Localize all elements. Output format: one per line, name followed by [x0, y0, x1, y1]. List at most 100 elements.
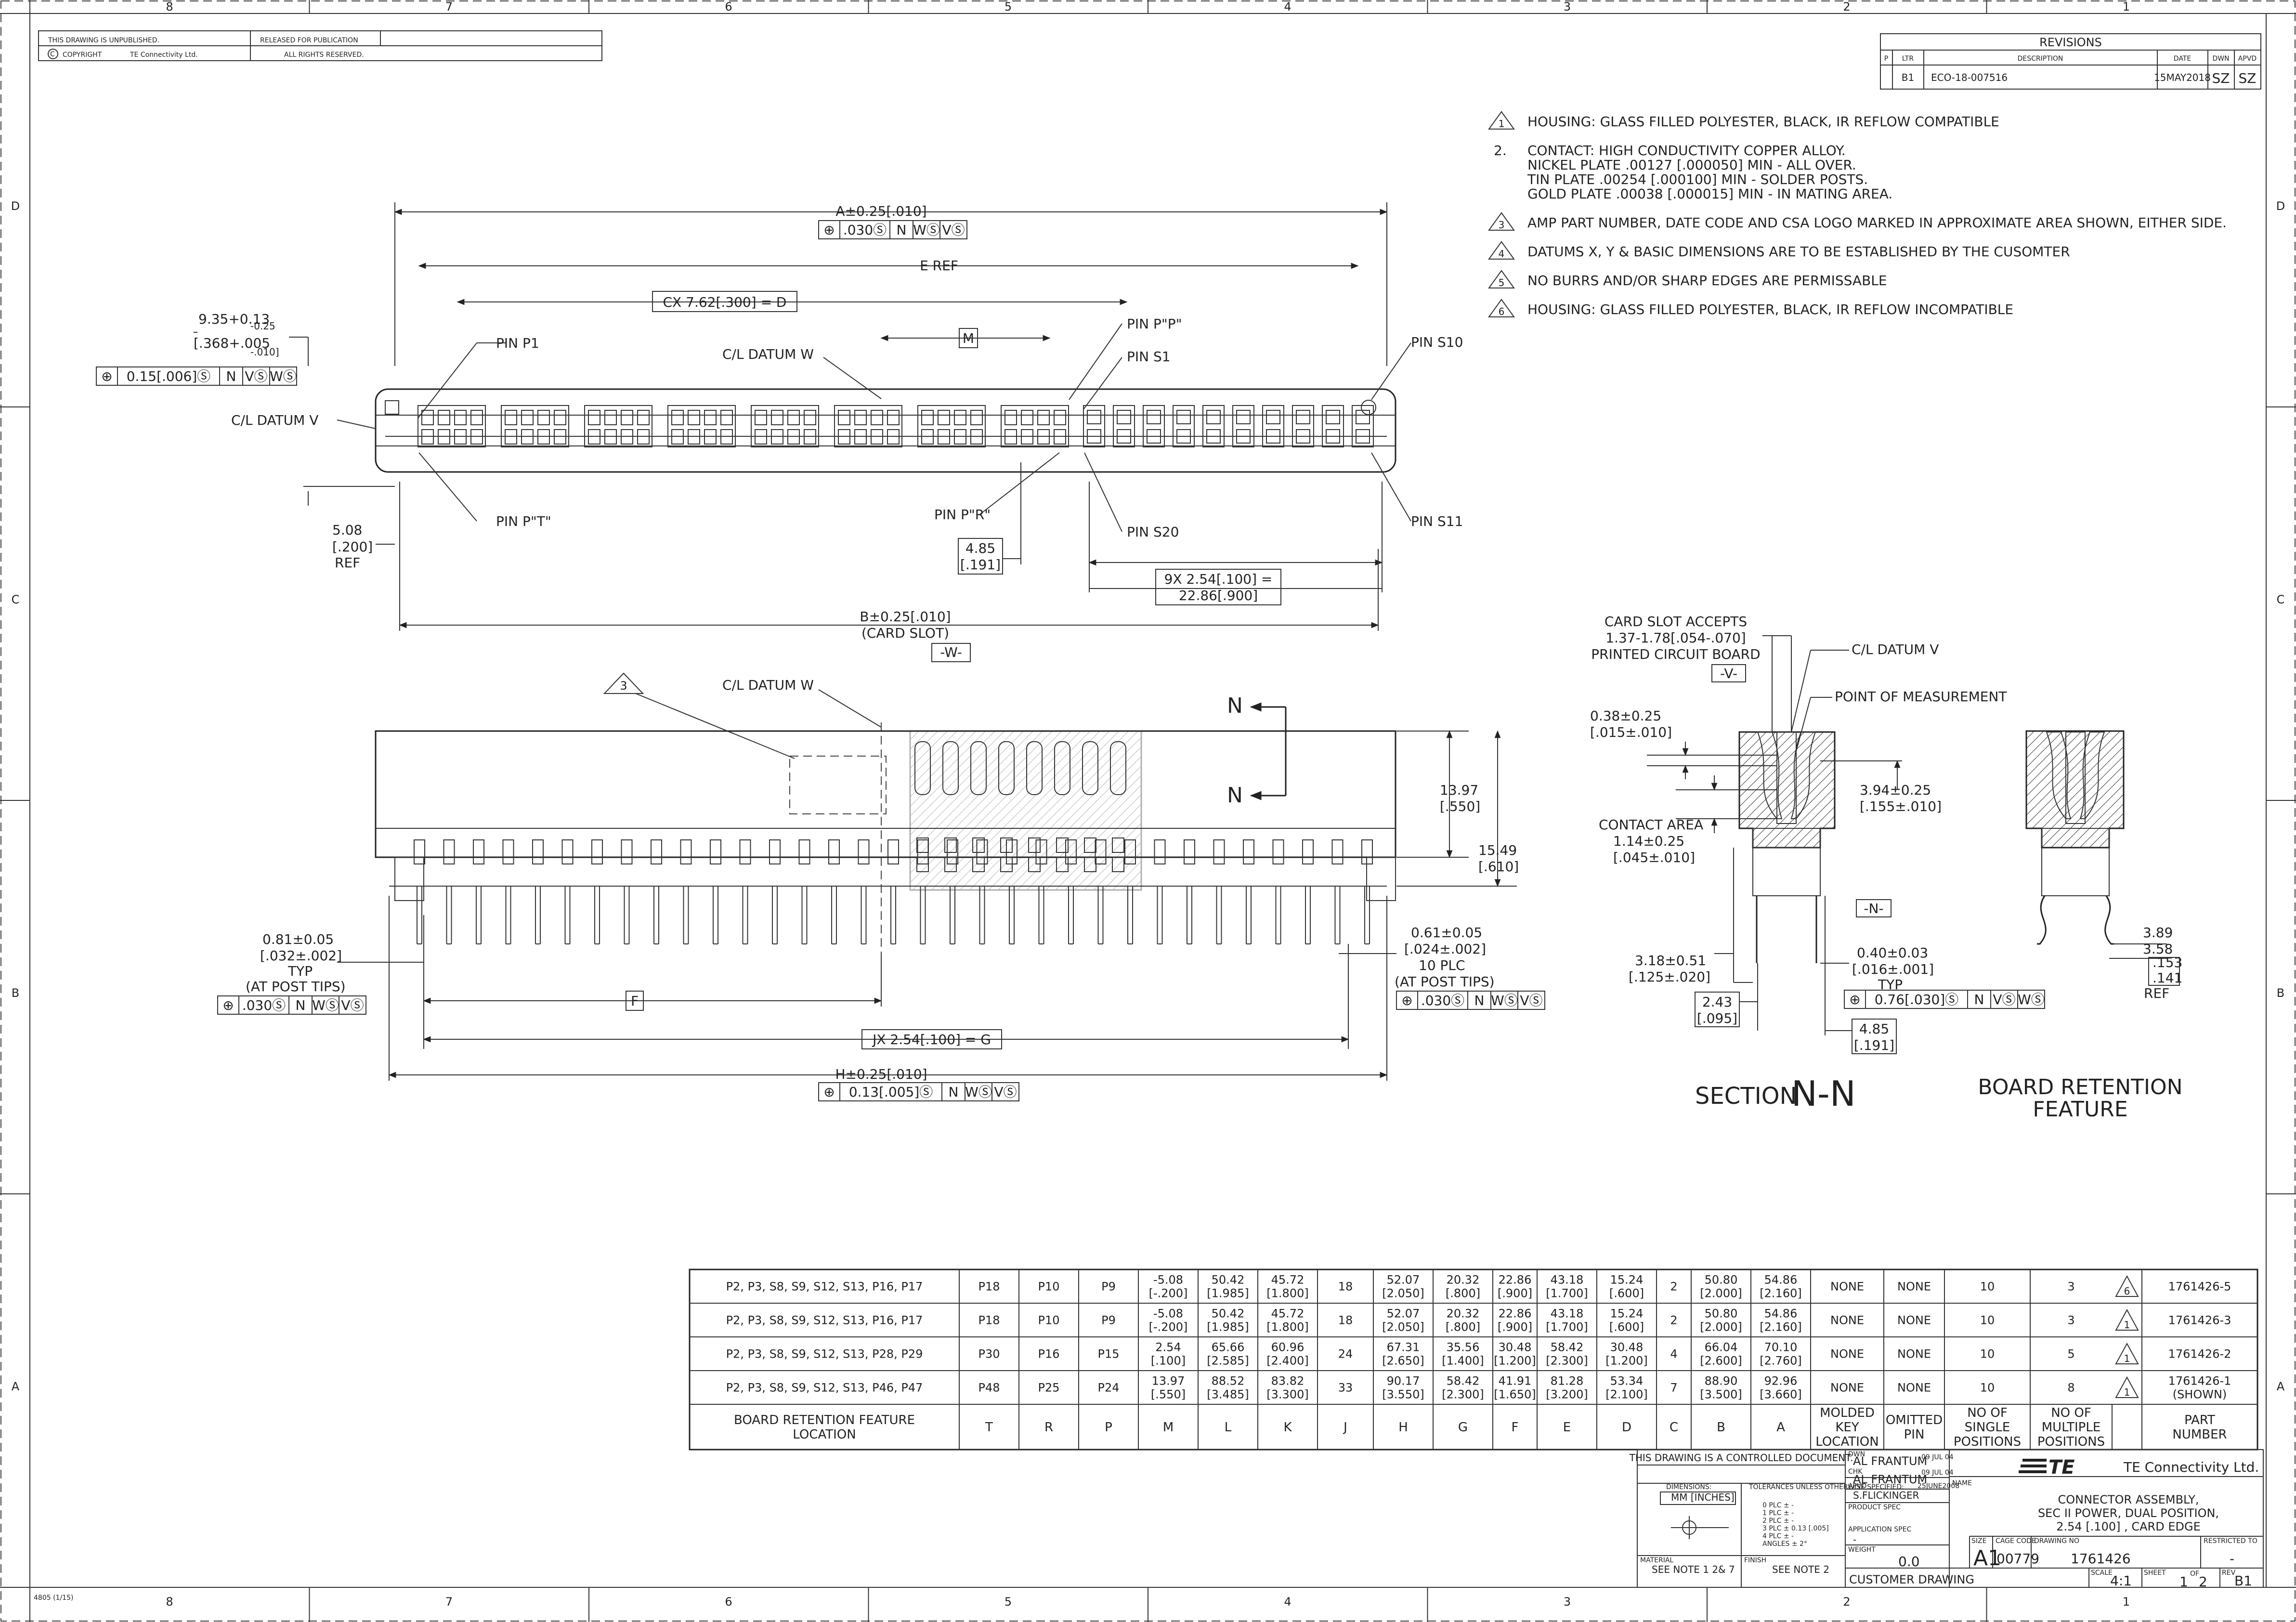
- table-cell: SINGLE: [1965, 1420, 2010, 1435]
- signal-contact: [1322, 405, 1344, 447]
- pin-pr: PIN P"R": [934, 507, 991, 523]
- table-cell: P9: [1101, 1280, 1116, 1293]
- fcf-cell: ⊕: [823, 222, 835, 238]
- note-line: AMP PART NUMBER, DATE CODE AND CSA LOGO …: [1527, 215, 2227, 231]
- part-name-3: 2.54 [.100] , CARD EDGE: [2056, 1520, 2200, 1533]
- svg-text:[.368+.005: [.368+.005: [194, 335, 270, 351]
- dim-081: 0.81±0.05: [262, 931, 334, 947]
- table-cell: [-.200]: [1149, 1286, 1188, 1300]
- table-cell: [1.700]: [1546, 1286, 1588, 1300]
- dim-h: H±0.25[.010]: [835, 1066, 927, 1082]
- fcf-cell: N: [1974, 992, 1984, 1007]
- fcf-cell: WⓈ: [913, 222, 940, 238]
- svg-text:P: P: [1884, 55, 1888, 63]
- table-cell: P18: [978, 1313, 1000, 1327]
- svg-text:[.191]: [.191]: [960, 557, 1001, 573]
- table-cell: [.900]: [1498, 1286, 1532, 1300]
- table-cell: P2, P3, S8, S9, S12, S13, P46, P47: [726, 1381, 923, 1394]
- table-cell: NO OF: [1967, 1406, 2008, 1420]
- svg-text:[.125±.020]: [.125±.020]: [1629, 969, 1710, 985]
- note-line: TIN PLATE .00254 [.000100] MIN - SOLDER …: [1527, 171, 1868, 187]
- table-cell: 50.80: [1705, 1273, 1738, 1286]
- table-cell: POSITIONS: [1954, 1435, 2021, 1449]
- signal-contact: [1292, 405, 1314, 447]
- table-cell: 54.86: [1764, 1307, 1798, 1320]
- table-cell: [1.700]: [1546, 1320, 1588, 1334]
- zone-label-left: B: [12, 986, 19, 1000]
- svg-text:1: 1: [2124, 1353, 2130, 1364]
- table-cell: M: [1163, 1420, 1174, 1435]
- table-cell: NONE: [1830, 1347, 1864, 1360]
- svg-text:5: 5: [1499, 277, 1505, 288]
- table-cell: [1.985]: [1207, 1320, 1249, 1334]
- zone-label-top: 7: [445, 0, 453, 13]
- dim-9x: 9X 2.54[.100] =: [1164, 571, 1273, 587]
- svg-text:6: 6: [1499, 306, 1505, 317]
- contact-area-a: CONTACT AREA: [1599, 817, 1703, 833]
- svg-text:3: 3: [1499, 219, 1505, 231]
- tolerance-line: 1 PLC ± -: [1762, 1509, 1794, 1517]
- svg-text:APPLICATION SPEC: APPLICATION SPEC: [1848, 1526, 1911, 1533]
- svg-text:C: C: [50, 51, 55, 58]
- table-cell: 60.96: [1271, 1340, 1305, 1354]
- svg-text:2.: 2.: [1494, 143, 1507, 158]
- table-cell: 18: [1338, 1313, 1353, 1327]
- table-cell: 7: [1670, 1381, 1677, 1394]
- dim-cx: CX 7.62[.300] = D: [663, 294, 787, 310]
- cage-code: 00779: [1996, 1551, 2039, 1567]
- svg-text:(AT POST TIPS): (AT POST TIPS): [246, 979, 346, 994]
- svg-text:DRAWING NO: DRAWING NO: [2034, 1537, 2079, 1545]
- table-cell: NONE: [1897, 1381, 1931, 1394]
- svg-text:APVD: APVD: [2238, 55, 2257, 63]
- svg-text:[.016±.001]: [.016±.001]: [1852, 961, 1934, 977]
- revisions-table: REVISIONS P LTR DESCRIPTION DATE DWN APV…: [1880, 33, 2261, 90]
- dim-485: 4.85: [965, 540, 995, 556]
- table-cell: C: [1670, 1420, 1678, 1435]
- table-cell: OMITTED: [1886, 1413, 1943, 1427]
- release-block: THIS DRAWING IS UNPUBLISHED. RELEASED FO…: [38, 30, 602, 61]
- table-cell: [3.550]: [1382, 1387, 1424, 1401]
- zone-label-top: 1: [2123, 0, 2130, 13]
- table-cell: NONE: [1830, 1280, 1864, 1293]
- title-block: THIS DRAWING IS A CONTROLLED DOCUMENT. D…: [1629, 1449, 2264, 1590]
- svg-text:[.191]: [.191]: [1854, 1037, 1894, 1053]
- controlled-doc: THIS DRAWING IS A CONTROLLED DOCUMENT.: [1629, 1452, 1853, 1464]
- e-ref: E REF: [920, 258, 958, 274]
- ret-ref: REF: [2144, 985, 2169, 1001]
- table-cell: -5.08: [1153, 1307, 1183, 1320]
- flag-3: 3: [620, 679, 627, 693]
- table-cell: P2, P3, S8, S9, S12, S13, P16, P17: [726, 1280, 923, 1293]
- zone-label-right: D: [2276, 199, 2285, 213]
- table-cell: G: [1458, 1420, 1468, 1435]
- svg-text:1.14±0.25: 1.14±0.25: [1613, 833, 1684, 849]
- signal-contact: [1232, 405, 1254, 447]
- table-cell: [2.000]: [1700, 1320, 1742, 1334]
- apvd-name: S.FLICKINGER: [1853, 1490, 1919, 1501]
- fcf-cell: .030Ⓢ: [1421, 993, 1464, 1008]
- rev-dwn: SZ: [2212, 70, 2230, 86]
- svg-text:DWN: DWN: [1848, 1451, 1865, 1458]
- card-slot: (CARD SLOT): [861, 625, 949, 641]
- zone-label-top: 8: [166, 0, 173, 13]
- table-cell: J: [1343, 1420, 1347, 1435]
- table-cell: NUMBER: [2172, 1427, 2227, 1442]
- svg-text:SCALE: SCALE: [2091, 1569, 2113, 1577]
- pin-s20: PIN S20: [1127, 524, 1179, 540]
- svg-text:FINISH: FINISH: [1744, 1557, 1766, 1564]
- copyright-text: COPYRIGHT: [63, 51, 102, 59]
- table-cell: [3.500]: [1700, 1387, 1742, 1401]
- table-cell: 10: [1980, 1280, 1995, 1293]
- svg-text:REV: REV: [2222, 1569, 2236, 1577]
- dim-040: 0.40±0.03: [1857, 945, 1928, 961]
- table-cell: [.900]: [1498, 1320, 1532, 1334]
- svg-text:[.045±.010]: [.045±.010]: [1613, 850, 1695, 865]
- tolerance-line: 2 PLC ± -: [1762, 1517, 1794, 1525]
- table-cell: [.800]: [1446, 1320, 1480, 1334]
- table-cell: [-.200]: [1149, 1320, 1188, 1334]
- company-name: TE Connectivity Ltd.: [2123, 1459, 2259, 1475]
- table-cell: (SHOWN): [2173, 1387, 2227, 1401]
- svg-text:TYP: TYP: [287, 963, 313, 979]
- power-contact: [584, 405, 652, 447]
- svg-text:MATERIAL: MATERIAL: [1640, 1557, 1673, 1564]
